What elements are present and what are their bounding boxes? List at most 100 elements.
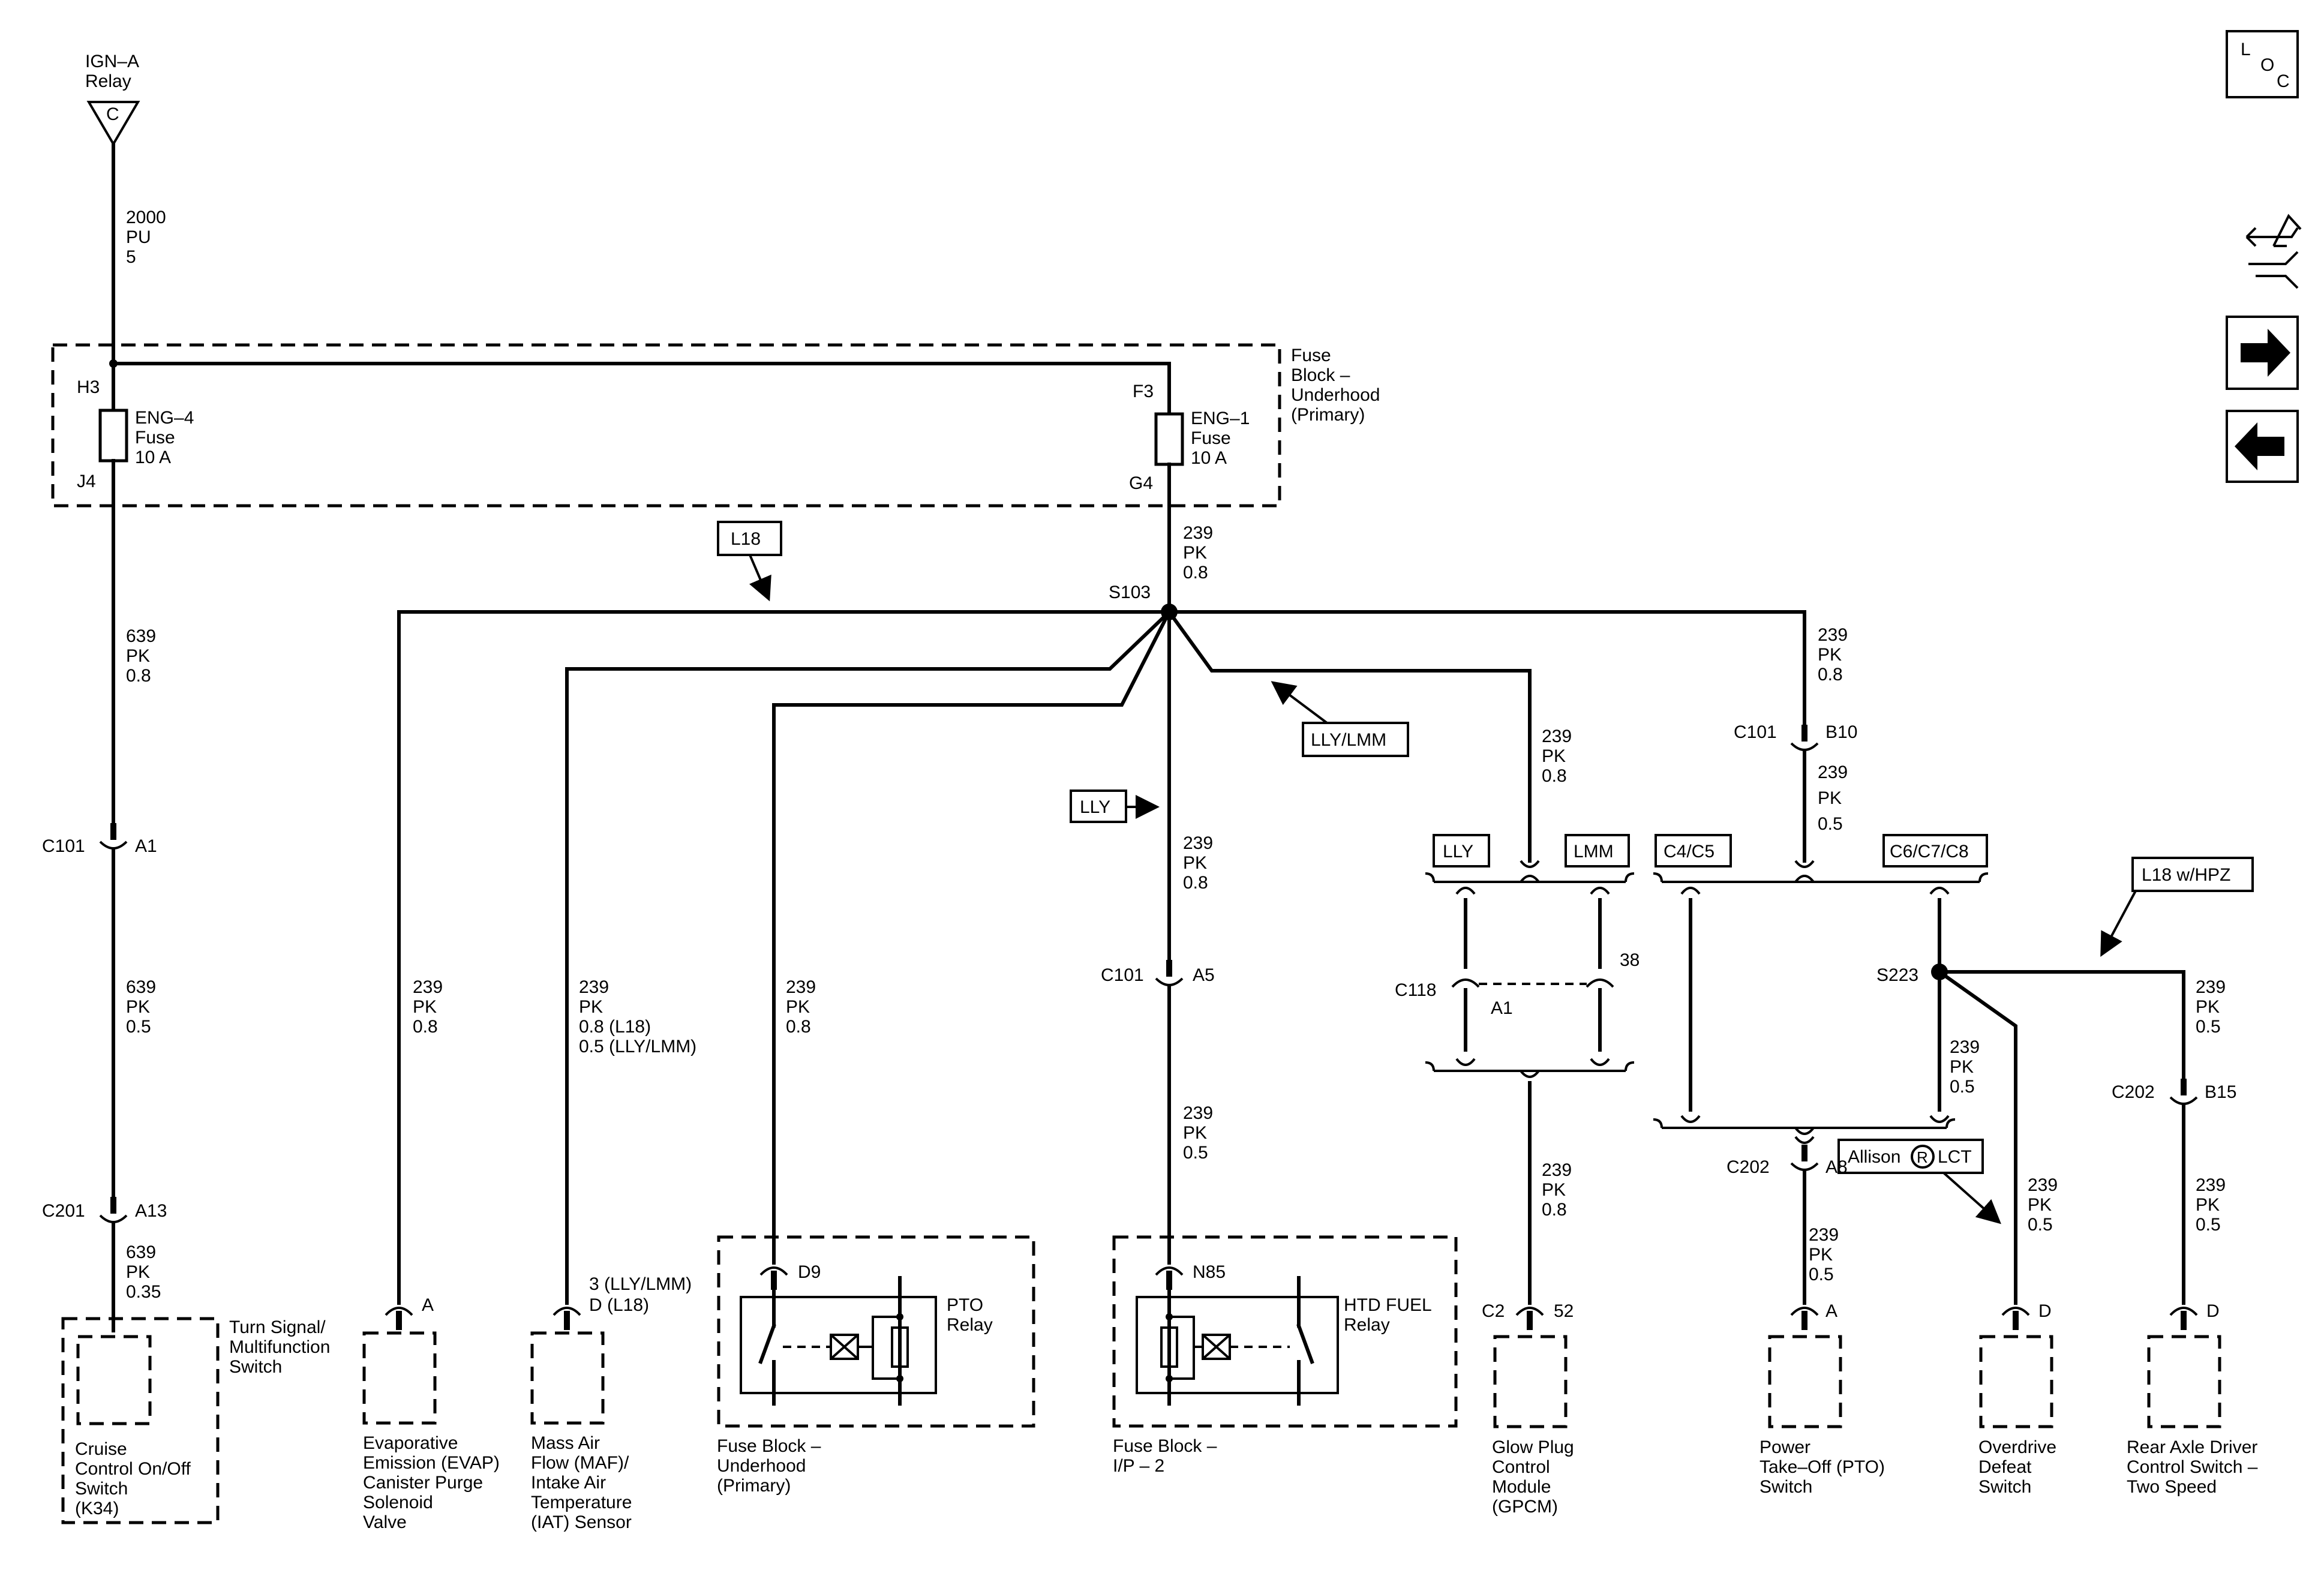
s223-return-wire-label: 239 PK 0.5 <box>1950 1037 1980 1097</box>
svg-text:I/P – 2: I/P – 2 <box>1113 1456 1164 1476</box>
svg-text:C202: C202 <box>1727 1157 1770 1177</box>
svg-text:D9: D9 <box>798 1262 821 1282</box>
svg-text:(Primary): (Primary) <box>1291 405 1365 425</box>
svg-text:Block –: Block – <box>1291 365 1350 385</box>
svg-text:Temperature: Temperature <box>531 1493 632 1512</box>
evap-wire-label: 239 PK 0.8 <box>413 977 443 1037</box>
maf-connector: 3 (LLY/LMM) D (L18) <box>553 1274 692 1330</box>
svg-text:Switch: Switch <box>75 1479 128 1499</box>
svg-text:ENG–1: ENG–1 <box>1191 409 1250 428</box>
svg-text:239: 239 <box>1818 763 1848 782</box>
svg-text:Fuse: Fuse <box>135 428 175 448</box>
svg-text:0.8: 0.8 <box>1542 1200 1567 1220</box>
svg-text:239: 239 <box>1183 523 1213 543</box>
svg-text:Control On/Off: Control On/Off <box>75 1459 191 1479</box>
svg-text:C: C <box>2277 71 2290 91</box>
svg-text:Allison: Allison <box>1848 1147 1900 1167</box>
overdrive-switch-wire <box>1936 969 2017 1305</box>
tag-l18-hpz: L18 w/HPZ <box>2100 857 2254 957</box>
source-pin: C <box>106 104 119 124</box>
svg-text:C202: C202 <box>2112 1082 2155 1102</box>
svg-text:Intake Air: Intake Air <box>531 1473 606 1493</box>
svg-text:A: A <box>422 1295 434 1315</box>
location-icon[interactable]: L O C <box>2226 30 2299 98</box>
svg-text:Fuse Block –: Fuse Block – <box>717 1436 821 1456</box>
svg-text:239: 239 <box>2028 1175 2058 1195</box>
pto-fuse-block-label: Fuse Block – Underhood (Primary) <box>717 1436 821 1496</box>
svg-text:Glow Plug: Glow Plug <box>1492 1437 1574 1457</box>
maf-sensor-label: Mass Air Flow (MAF)/ Intake Air Temperat… <box>531 1433 632 1532</box>
tag-c6c7c8: C6/C7/C8 <box>1882 834 1988 867</box>
cruise-wire-1-label: 639 PK 0.8 <box>126 626 156 686</box>
svg-text:239: 239 <box>2196 977 2226 997</box>
tag-c4c5: C4/C5 <box>1655 834 1732 867</box>
svg-text:Turn Signal/: Turn Signal/ <box>229 1317 326 1337</box>
svg-text:PK: PK <box>1183 853 1207 873</box>
svg-text:A: A <box>1825 1301 1837 1321</box>
svg-text:0.8: 0.8 <box>126 666 151 686</box>
svg-text:239: 239 <box>1183 833 1213 853</box>
maf-wire-label: 239 PK 0.8 (L18) 0.5 (LLY/LMM) <box>579 977 696 1056</box>
svg-text:LMM: LMM <box>1574 842 1614 861</box>
svg-text:Module: Module <box>1492 1477 1551 1497</box>
svg-text:PK: PK <box>1809 1245 1833 1265</box>
gpcm-boundary <box>1493 1335 1568 1428</box>
eng4-fuse-element <box>98 409 128 463</box>
svg-text:A1: A1 <box>1491 998 1513 1018</box>
next-page-button[interactable] <box>2226 316 2299 390</box>
htd-relay-wire-2-label: 239 PK 0.5 <box>1183 1103 1213 1163</box>
previous-page-button[interactable] <box>2226 410 2299 483</box>
svg-text:PK: PK <box>413 997 437 1017</box>
ign-a-relay-source: IGN–A Relay C <box>85 52 140 146</box>
svg-text:PK: PK <box>1950 1057 1974 1077</box>
svg-text:L18: L18 <box>731 529 761 549</box>
right-branch-wire-1-label: 239 PK 0.8 <box>1818 625 1848 685</box>
svg-text:D: D <box>2206 1301 2220 1321</box>
evap-valve-label: Evaporative Emission (EVAP) Canister Pur… <box>363 1433 500 1532</box>
svg-text:Fuse: Fuse <box>1191 428 1231 448</box>
svg-text:239: 239 <box>413 977 443 997</box>
tag-lmm: LMM <box>1565 834 1630 867</box>
svg-text:PK: PK <box>1542 1180 1566 1200</box>
svg-text:LCT: LCT <box>1938 1147 1972 1167</box>
svg-text:Switch: Switch <box>229 1357 282 1377</box>
pto-relay-connector: D9 <box>759 1262 821 1290</box>
cruise-switch-label: Cruise Control On/Off Switch (K34) <box>75 1439 191 1518</box>
svg-text:C201: C201 <box>42 1201 85 1221</box>
svg-text:239: 239 <box>786 977 816 997</box>
cruise-switch-boundary <box>76 1335 152 1425</box>
svg-text:A13: A13 <box>135 1201 167 1221</box>
svg-text:PTO: PTO <box>947 1295 983 1315</box>
svg-text:0.8: 0.8 <box>1183 873 1208 893</box>
svg-text:(Primary): (Primary) <box>717 1476 791 1496</box>
tag-l18: L18 <box>717 521 782 602</box>
svg-text:0.5 (LLY/LMM): 0.5 (LLY/LMM) <box>579 1037 696 1056</box>
htd-fuse-block-boundary <box>1112 1235 1458 1428</box>
svg-text:H3: H3 <box>77 377 100 397</box>
connector-c101-a1: C101 A1 <box>42 823 157 856</box>
svg-text:Switch: Switch <box>1978 1477 2031 1497</box>
svg-text:239: 239 <box>1950 1037 1980 1057</box>
svg-text:PK: PK <box>2028 1195 2052 1215</box>
eng1-fuse-element <box>1154 412 1184 466</box>
gpcm-wire-1 <box>1166 609 1532 863</box>
svg-text:(IAT) Sensor: (IAT) Sensor <box>531 1512 632 1532</box>
tag-allison-lct: Allison R LCT <box>1837 1139 2001 1224</box>
gpcm-connector: C2 52 <box>1482 1301 1574 1330</box>
rear-axle-wire-1 <box>1938 970 2185 1080</box>
component-locator-icon[interactable] <box>2245 214 2302 289</box>
svg-text:0.5: 0.5 <box>126 1017 151 1037</box>
evap-connector: A <box>385 1295 434 1330</box>
htd-fuse-block-label: Fuse Block – I/P – 2 <box>1113 1436 1217 1476</box>
pto-relay-symbol: PTO Relay <box>740 1276 993 1406</box>
source-label: IGN–A <box>85 52 139 71</box>
svg-text:0.8: 0.8 <box>786 1017 811 1037</box>
overdrive-switch-wire-label: 239 PK 0.5 <box>2028 1175 2058 1235</box>
svg-text:0.5: 0.5 <box>2196 1215 2221 1235</box>
svg-text:Relay: Relay <box>1344 1315 1390 1335</box>
svg-text:C101: C101 <box>42 836 85 856</box>
svg-text:Defeat: Defeat <box>1978 1457 2032 1477</box>
svg-text:239: 239 <box>2196 1175 2226 1195</box>
svg-text:PK: PK <box>1183 1123 1207 1143</box>
